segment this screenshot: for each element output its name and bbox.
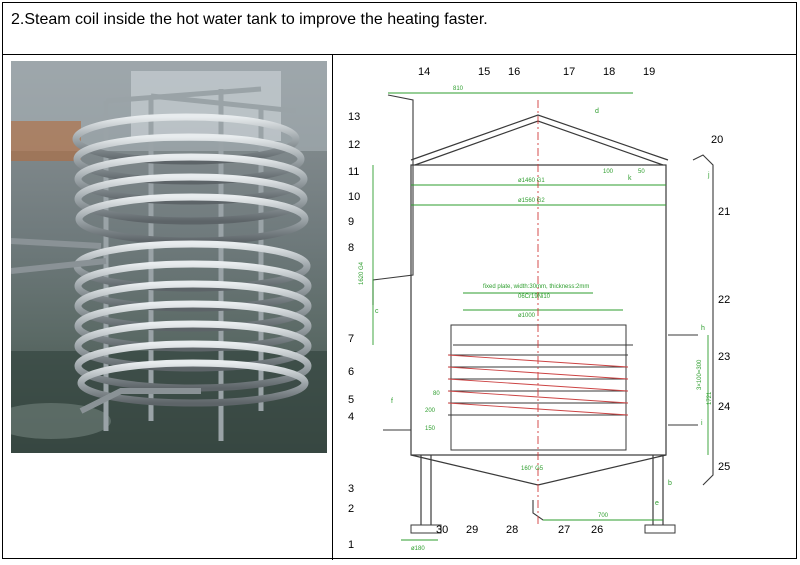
steam-coil-photo [11,61,327,453]
callout-11: 11 [348,166,359,178]
callout-28: 28 [506,524,518,536]
callout-25: 25 [718,461,730,473]
callout-19: 19 [643,66,655,78]
coil-note-2: ø1000 [518,313,536,319]
dim-cone: 160° G5 [521,466,544,472]
label-h: h [701,325,705,332]
connection-labels: b c d e f h i j k [375,108,710,507]
callout-17: 17 [563,66,575,78]
callout-14: 14 [418,66,430,78]
dim-top: 810 [453,86,464,92]
callout-3: 3 [348,483,354,495]
steam-coil-drawing [447,324,633,451]
callout-5: 5 [348,394,354,406]
dim-inner-diameter: ø1460 G1 [518,178,545,184]
callout-23: 23 [718,351,730,363]
page-title: 2.Steam coil inside the hot water tank t… [11,11,488,28]
label-e: e [655,500,659,507]
dim-100: 100 [603,169,614,175]
dim-200: 200 [425,408,436,414]
callout-labels: 14 15 16 17 18 19 13 12 11 10 9 8 7 6 5 … [348,66,730,551]
callout-16: 16 [508,66,520,78]
callout-21: 21 [718,206,730,218]
coil-note-1: 06Cr19Ni10 [518,294,551,300]
dim-bottom-foot: ø180 [411,546,425,552]
callout-12: 12 [348,139,360,151]
callout-26: 26 [591,524,603,536]
label-j: j [707,172,710,179]
steam-coil-photo-graphic [11,61,327,453]
callout-10: 10 [348,191,360,203]
callout-22: 22 [718,294,730,306]
title-cell: 2.Steam coil inside the hot water tank t… [3,3,796,55]
fixed-plate-note: fixed plate, width:30mm, thickness:2mm [483,284,589,290]
callout-15: 15 [478,66,490,78]
label-b: b [668,480,672,487]
label-f: f [391,398,393,405]
dimension-lines [372,92,709,541]
dim-right-inner: 3×100=300 [697,359,703,390]
callout-1: 1 [348,539,354,551]
dim-150: 150 [425,426,436,432]
callout-4: 4 [348,411,354,423]
callout-24: 24 [718,401,730,413]
callout-9: 9 [348,216,354,228]
label-c: c [375,308,379,315]
callout-8: 8 [348,242,354,254]
callout-6: 6 [348,366,354,378]
dim-bottom-700: 700 [598,513,609,519]
callout-20: 20 [711,134,723,146]
callout-2: 2 [348,503,354,515]
callout-13: 13 [348,111,360,123]
label-i: i [701,420,703,427]
photo-cell [3,55,333,560]
drawing-cell: 14 15 16 17 18 19 13 12 11 10 9 8 7 6 5 … [333,55,798,560]
label-d: d [595,108,599,115]
label-k: k [628,175,632,182]
callout-29: 29 [466,524,478,536]
dim-right-height: 1721 [707,391,713,405]
dimension-labels: 810 ø1460 G1 ø1560 G2 fixed plate, width… [359,86,713,552]
callout-18: 18 [603,66,615,78]
dim-outer-diameter: ø1560 G2 [518,198,545,204]
callout-27: 27 [558,524,570,536]
dim-50: 50 [638,169,645,175]
tank-feet [410,524,676,534]
dim-80: 80 [433,391,440,397]
tank-technical-drawing: 14 15 16 17 18 19 13 12 11 10 9 8 7 6 5 … [348,66,730,552]
callout-30: 30 [436,524,448,536]
dim-left-height: 1620 G4 [359,261,365,285]
callout-7: 7 [348,333,354,345]
